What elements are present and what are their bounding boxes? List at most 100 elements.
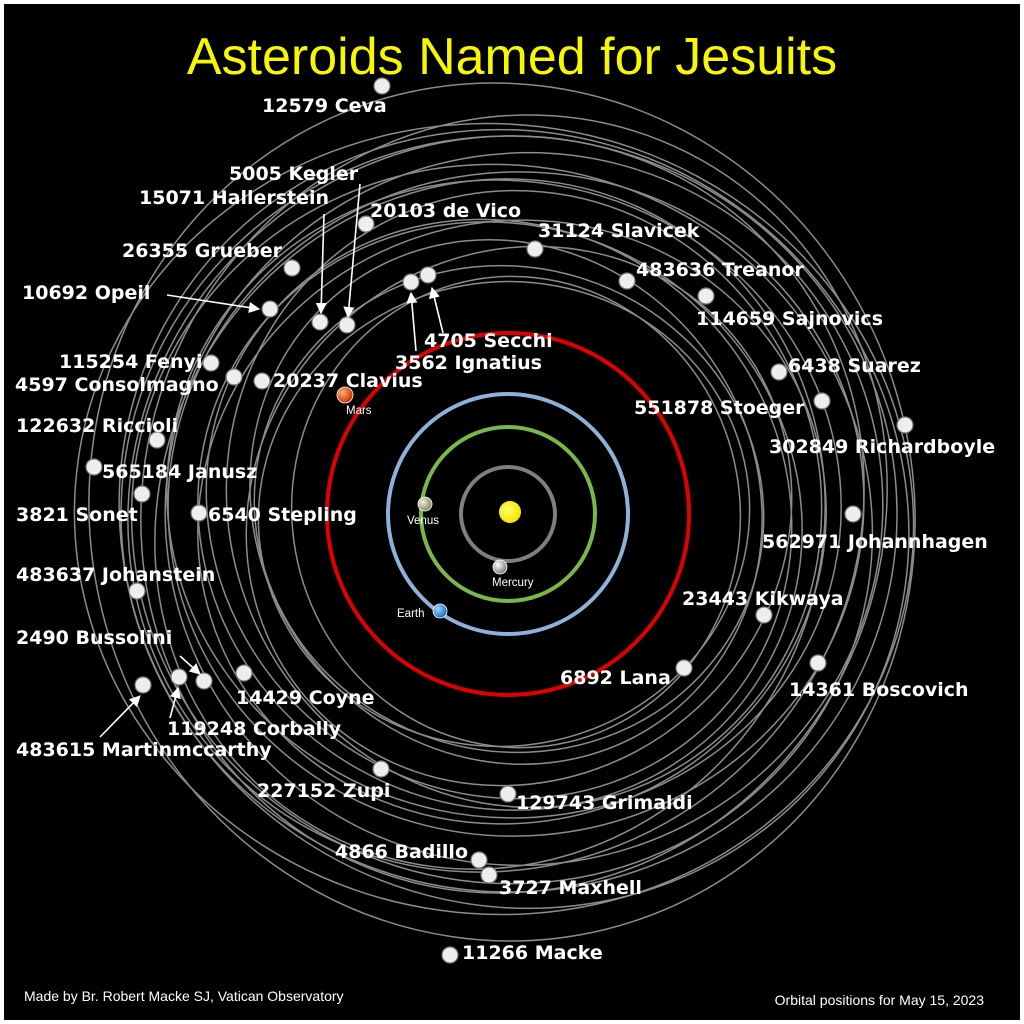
label-grueber: 26355 Grueber [122, 240, 283, 262]
asteroid-dot-coyne [235, 664, 253, 682]
asteroid-dot-lana [675, 659, 693, 677]
asteroid-orbit [257, 280, 751, 748]
arrow-opeil [166, 294, 261, 314]
asteroid-dot-grimaldi [499, 785, 517, 803]
arrow-secchi [428, 286, 444, 334]
label-lana: 6892 Lana [560, 667, 671, 689]
asteroid-orbit [118, 128, 910, 910]
earth-label: Earth [397, 608, 425, 620]
asteroid-dot-martinmccarthy [134, 676, 152, 694]
label-johannhagen: 562971 Johannhagen [762, 531, 988, 553]
asteroid-dot-secchi [419, 266, 437, 284]
asteroid-dot-kegler [338, 316, 356, 334]
asteroid-dot-slavicek [526, 240, 544, 258]
label-badillo: 4866 Badillo [335, 841, 468, 863]
asteroid-dot-sonet [133, 485, 151, 503]
asteroid-dots [85, 77, 914, 964]
label-janusz: 565184 Janusz [102, 461, 257, 483]
asteroid-orbit [164, 151, 884, 867]
page-title: Asteroids Named for Jesuits [187, 28, 837, 86]
venus-label: Venus [407, 515, 439, 527]
venus-orbit [419, 425, 597, 603]
label-coyne: 14429 Coyne [236, 687, 375, 709]
asteroid-dot-bussolini [195, 672, 213, 690]
solar-system-diagram: Mercury Venus Earth Mars [15, 28, 995, 1008]
asteroid-dot-de-vico [357, 215, 375, 233]
mars-orbit [325, 331, 691, 697]
asteroid-dot-zupi [372, 760, 390, 778]
asteroid-dot-sajnovics [697, 287, 715, 305]
asteroid-dot-macke [441, 946, 459, 964]
asteroid-dot-boscovich [809, 654, 827, 672]
mercury-label: Mercury [492, 577, 534, 589]
asteroid-dot-opeil [261, 300, 279, 318]
asteroid-dot-treanor [618, 272, 636, 290]
label-consolmagno: 4597 Consolmagno [15, 374, 219, 396]
label-suarez: 6438 Suarez [788, 355, 921, 377]
label-bussolini: 2490 Bussolini [16, 627, 172, 649]
asteroid-orbit [130, 163, 874, 885]
label-richardboyle: 302849 Richardboyle [769, 436, 995, 458]
label-riccioli: 122632 Riccioli [16, 415, 178, 437]
label-de-vico: 20103 de Vico [370, 200, 521, 222]
label-stepling: 6540 Stepling [208, 504, 357, 526]
mars-label: Mars [346, 405, 372, 417]
arrow-bussolini [179, 655, 201, 675]
label-ceva: 12579 Ceva [262, 95, 387, 117]
asteroid-dot-hallerstein [311, 313, 329, 331]
label-hallerstein: 15071 Hallerstein [139, 187, 329, 209]
planet-orbits [325, 331, 691, 697]
label-treanor: 483636 Treanor [636, 259, 804, 281]
label-secchi: 4705 Secchi [424, 330, 553, 352]
label-boscovich: 14361 Boscovich [789, 679, 969, 701]
asteroid-orbit [88, 82, 916, 942]
asteroid-orbit [253, 264, 765, 754]
mercury-planet [492, 559, 508, 575]
arrow-ignatius [406, 291, 418, 352]
asteroid-dot-riccioli [148, 431, 166, 449]
label-corbally: 119248 Corbally [167, 718, 342, 740]
arrow-martinmccarthy [99, 695, 141, 738]
asteroid-dot-fenyi [202, 354, 220, 372]
mars-planet [336, 386, 354, 404]
label-maxhell: 3727 Maxhell [499, 877, 642, 899]
asteroid-dot-richardboyle [896, 416, 914, 434]
label-sonet: 3821 Sonet [16, 504, 138, 526]
asteroid-dot-clavius [253, 372, 271, 390]
asteroid-dot-stoeger [813, 392, 831, 410]
label-macke: 11266 Macke [462, 942, 603, 964]
label-kegler: 5005 Kegler [229, 163, 359, 185]
label-stoeger: 551878 Stoeger [634, 397, 805, 419]
earth-planet [432, 603, 448, 619]
asteroid-dot-corbally [170, 668, 188, 686]
asteroid-dot-ceva [373, 77, 391, 95]
sun [499, 501, 521, 523]
label-grimaldi: 129743 Grimaldi [516, 792, 693, 814]
label-kikwaya: 23443 Kikwaya [682, 588, 844, 610]
asteroid-orbit [197, 219, 827, 825]
asteroid-orbit [140, 114, 888, 894]
label-zupi: 227152 Zupi [257, 780, 390, 802]
earth-orbit [386, 392, 630, 636]
asteroid-orbit [249, 239, 763, 765]
asteroid-labels: 12579 Ceva 5005 Kegler 15071 Hallerstein… [15, 95, 995, 964]
arrow-hallerstein [315, 213, 327, 315]
asteroid-dot-ignatius [402, 273, 420, 291]
asteroid-orbits [73, 82, 916, 942]
asteroid-orbit [197, 221, 803, 811]
asteroid-dot-janusz [85, 458, 103, 476]
label-johanstein: 483637 Johanstein [16, 564, 215, 586]
label-sajnovics: 114659 Sajnovics [696, 308, 883, 330]
label-ignatius: 3562 Ignatius [395, 352, 542, 374]
asteroid-orbit [73, 122, 915, 916]
asteroid-orbit [167, 171, 865, 837]
asteroid-dot-badillo [470, 851, 488, 869]
asteroid-dot-consolmagno [225, 368, 243, 386]
credit-note: Made by Br. Robert Macke SJ, Vatican Obs… [24, 988, 344, 1004]
pointer-arrows [99, 183, 444, 738]
asteroid-dot-johanstein [128, 582, 146, 600]
asteroid-orbit [127, 135, 865, 873]
label-opeil: 10692 Opeil [22, 282, 150, 304]
asteroid-dot-kikwaya [755, 606, 773, 624]
